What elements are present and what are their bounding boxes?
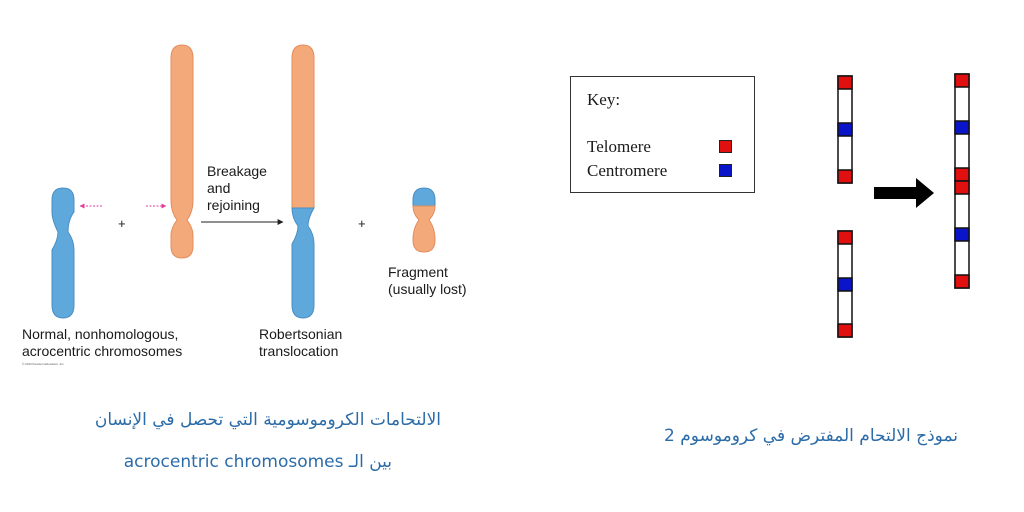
right-caption: نموذج الالتحام المفترض في كروموسوم 2 — [664, 426, 958, 446]
key-title: Key: — [587, 90, 621, 109]
telomere-swatch — [719, 140, 732, 153]
robertsonian-diagram — [51, 44, 436, 319]
centromere-swatch — [719, 164, 732, 177]
fusion-model-diagram — [837, 73, 970, 338]
centromere-mark — [954, 120, 970, 135]
chromosome-a — [837, 75, 853, 184]
centromere-mark — [837, 277, 853, 292]
copyright-text: © 2013 Pearson Education, Inc. — [22, 362, 65, 366]
robertsonian-label: Robertsonian translocation — [259, 326, 343, 359]
telomere-mark — [954, 73, 970, 88]
telomere-mark — [837, 323, 853, 338]
telomere-mark — [837, 75, 853, 90]
telomere-mark — [837, 230, 853, 245]
translocation-chromosome-orange-part — [291, 44, 315, 209]
key-legend-box: Key: Telomere Centromere — [570, 76, 755, 193]
translocation-chromosome-blue-part — [291, 207, 315, 319]
normal-chromosomes-label: Normal, nonhomologous, acrocentric chrom… — [22, 326, 183, 359]
orange-acrocentric-chromosome — [170, 44, 194, 259]
telomere-mark — [954, 180, 970, 195]
breakage-label: Breakage and rejoining — [207, 163, 267, 213]
fragment-chromosome-orange-part — [412, 205, 436, 253]
fused-chromosome — [954, 73, 970, 289]
telomere-mark — [954, 167, 970, 182]
centromere-mark — [954, 227, 970, 242]
fragment-chromosome-blue-part — [412, 187, 436, 207]
key-item-telomere-label: Telomere — [587, 137, 651, 156]
plus-sign: + — [358, 216, 366, 231]
blue-acrocentric-chromosome — [51, 187, 75, 319]
centromere-mark — [837, 122, 853, 137]
left-caption-line1: الالتحامات الكروموسومية التي تحصل في الإ… — [94, 410, 441, 430]
telomere-mark — [954, 274, 970, 289]
key-item-centromere-label: Centromere — [587, 161, 668, 180]
plus-sign: + — [118, 216, 126, 231]
left-caption-line2: بين الـ acrocentric chromosomes — [123, 452, 392, 472]
fragment-label: Fragment (usually lost) — [388, 264, 467, 297]
fusion-arrow-icon — [874, 178, 934, 208]
chromosome-b — [837, 230, 853, 338]
telomere-mark — [837, 169, 853, 184]
